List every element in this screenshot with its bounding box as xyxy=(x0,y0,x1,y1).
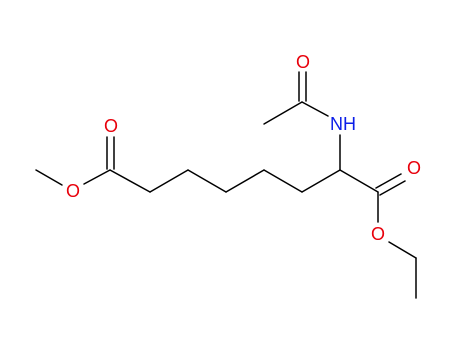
bond-c8-o-double-a xyxy=(375,173,402,189)
bond-o-c1 xyxy=(83,169,111,185)
atom-nh-amide: NH xyxy=(330,114,356,134)
atom-o-ethoxy: O xyxy=(371,224,385,244)
bond-c1-c2 xyxy=(109,169,151,193)
bond-c3-c4 xyxy=(187,169,227,193)
bonds xyxy=(35,71,417,299)
atom-o-acetyl-carbonyl: O xyxy=(296,52,310,72)
bond-c8-o-double-b xyxy=(379,180,406,196)
bond-o-ch2 xyxy=(388,241,417,259)
bond-c4-c5 xyxy=(225,169,265,193)
atom-o-methoxy: O xyxy=(66,181,80,201)
atom-labels: O O O NH O O xyxy=(66,52,421,244)
bond-c5-c6 xyxy=(263,169,303,193)
bond-n-cacetyl xyxy=(301,101,329,117)
atom-o-ester2-carbonyl: O xyxy=(407,158,421,178)
bond-c2-c3 xyxy=(149,169,189,193)
atom-o-ester1-carbonyl: O xyxy=(104,116,118,136)
bond-c6-c7 xyxy=(301,169,341,193)
bond-ch3-o xyxy=(35,169,63,186)
bond-c7-c8 xyxy=(339,169,379,193)
bond-cacetyl-ch3 xyxy=(263,101,303,125)
